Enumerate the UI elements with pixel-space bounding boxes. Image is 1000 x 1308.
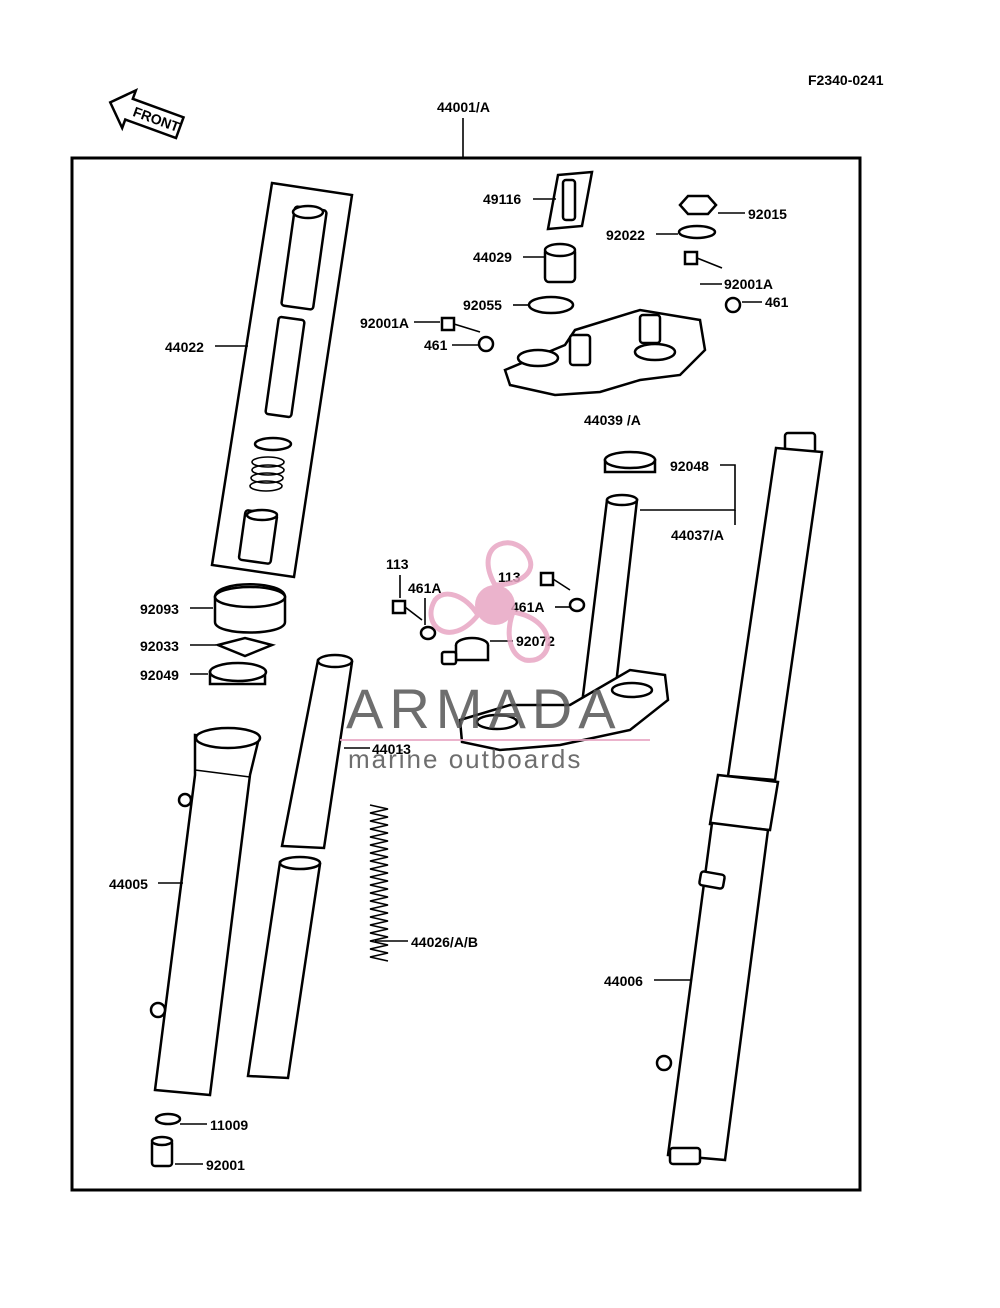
part-label-44029: 44029 (473, 249, 512, 265)
part-113-bolt-left (391, 599, 437, 641)
part-44037-steering-stem (458, 493, 670, 752)
part-label-44026: 44026/A/B (411, 934, 478, 950)
part-label-92015: 92015 (748, 206, 787, 222)
part-92001-drain-bolt (150, 1135, 174, 1168)
part-49116-valve (546, 170, 594, 231)
part-92001A-bolt-left (440, 316, 495, 353)
part-label-92033: 92033 (140, 638, 179, 654)
part-92072-clamp (440, 636, 490, 666)
part-label-92049: 92049 (140, 667, 179, 683)
part-label-461-right: 461 (765, 294, 789, 310)
front-arrow-icon: FRONT (108, 87, 186, 140)
part-44013-inner-tube (246, 653, 354, 1080)
part-label-44037: 44037/A (671, 527, 724, 543)
part-44022-kit (210, 181, 354, 579)
part-label-92001A-left: 92001A (360, 315, 409, 331)
part-label-92093: 92093 (140, 601, 179, 617)
part-label-92022: 92022 (606, 227, 645, 243)
part-label-92055: 92055 (463, 297, 502, 313)
part-label-113-left: 113 (386, 556, 409, 572)
part-label-92048: 92048 (670, 458, 709, 474)
propeller-icon (428, 540, 551, 663)
part-label-44005: 44005 (109, 876, 148, 892)
part-label-461A-left: 461A (408, 580, 441, 596)
part-92055-o-ring (527, 295, 575, 315)
assembly-frame (70, 156, 862, 1192)
part-44026-fork-spring (369, 804, 389, 962)
part-92001A-bolt-right (683, 250, 742, 314)
part-44029-cap-bolt (543, 242, 577, 284)
part-92048-seal (603, 450, 657, 474)
part-label-44001: 44001/A (437, 99, 490, 115)
watermark-brand: ARMADA (346, 677, 622, 740)
armada-watermark-logo: ARMADA marine outboards (340, 540, 650, 774)
part-44005-outer-tube-left (149, 726, 262, 1097)
part-label-11009: 11009 (210, 1117, 248, 1133)
part-label-44039: 44039 /A (584, 412, 641, 428)
part-92093-dust-cover (213, 583, 287, 634)
part-label-92001A-right: 92001A (724, 276, 773, 292)
figure-code: F2340-0241 (808, 72, 884, 88)
part-92033-retainer (214, 636, 276, 658)
part-label-44022: 44022 (165, 339, 204, 355)
part-92015-nut (677, 194, 718, 240)
part-label-44013: 44013 (372, 741, 411, 757)
part-label-44006: 44006 (604, 973, 643, 989)
part-11009-washer (154, 1112, 182, 1126)
part-113-bolt-right (539, 571, 586, 613)
part-label-461-left: 461 (424, 337, 448, 353)
watermark-tagline: marine outboards (348, 744, 582, 774)
part-92049-oil-seal (208, 661, 268, 686)
part-label-92001: 92001 (206, 1157, 245, 1173)
part-label-49116: 49116 (483, 191, 521, 207)
part-44006-fork-leg-right (655, 431, 824, 1166)
part-44039-upper-bracket (503, 308, 707, 397)
